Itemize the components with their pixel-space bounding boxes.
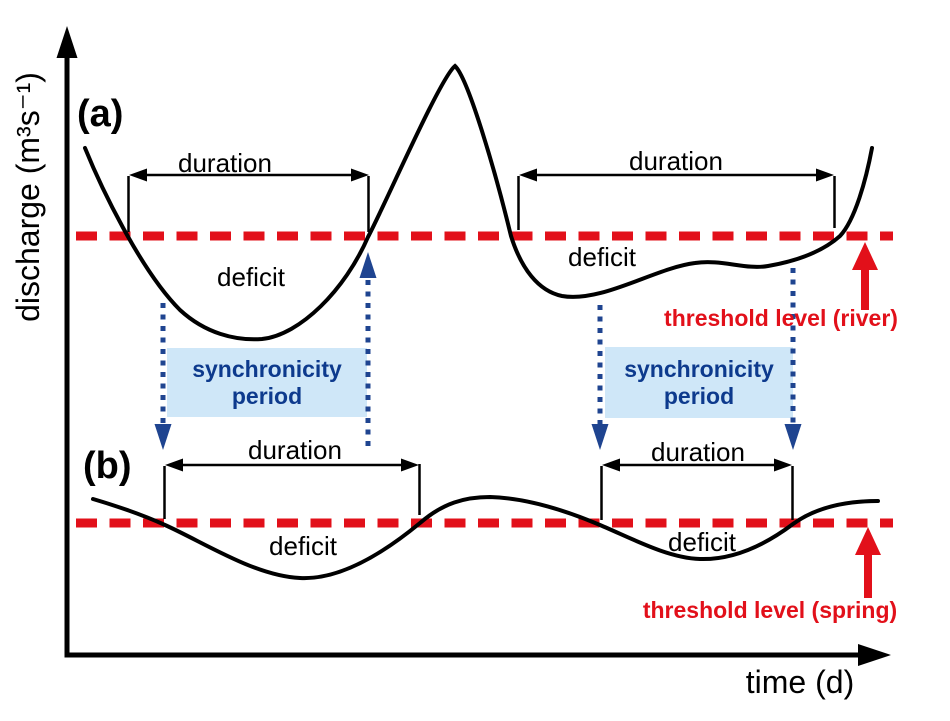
arrowhead-up-icon <box>359 252 377 278</box>
arrowhead-down-icon <box>784 424 802 450</box>
x-axis <box>64 644 891 666</box>
synchronicity-label-line2: period <box>663 382 735 409</box>
threshold-label-river: threshold level (river) <box>664 305 898 331</box>
synchronicity-label-line1: synchronicity <box>624 356 774 383</box>
y-axis <box>56 26 78 657</box>
deficit-label-spring-2: deficit <box>668 527 736 557</box>
threshold-pointer-arrow-river <box>852 242 878 310</box>
threshold-pointer-arrow-spring <box>855 527 881 598</box>
deficit-label-spring-1: deficit <box>269 531 337 561</box>
duration-label-spring-1: duration <box>248 435 342 465</box>
duration-label-river-2: duration <box>629 146 723 176</box>
deficit-label-river-1: deficit <box>217 262 285 292</box>
duration-label-spring-2: duration <box>651 437 745 467</box>
duration-arrow-river-1 <box>127 168 370 232</box>
x-axis-label: time (d) <box>745 664 855 700</box>
duration-label-river-1: duration <box>178 148 272 178</box>
duration-arrow-river-2 <box>517 168 836 230</box>
deficit-label-river-2: deficit <box>568 242 636 272</box>
duration-arrow-spring-1 <box>163 458 421 519</box>
synchronicity-label-line1: synchronicity <box>192 356 342 383</box>
axis-arrowhead-up-icon <box>56 26 78 58</box>
arrowhead-down-icon <box>154 424 172 450</box>
axis-arrowhead-right-icon <box>858 644 891 666</box>
synchronicity-box-1: synchronicity period <box>167 348 367 417</box>
threshold-label-spring: threshold level (spring) <box>642 597 898 623</box>
synchronicity-box-2: synchronicity period <box>605 347 793 418</box>
y-axis-label: discharge (m³s⁻¹) <box>10 72 46 322</box>
duration-arrow-spring-2 <box>600 458 794 520</box>
synchronicity-label-line2: period <box>231 382 303 409</box>
river-discharge-curve <box>83 63 874 342</box>
spring-discharge-curve <box>91 494 880 581</box>
panel-a-label: (a) <box>77 93 124 135</box>
panel-b-label: (b) <box>83 445 132 487</box>
arrowhead-down-icon <box>591 424 609 450</box>
